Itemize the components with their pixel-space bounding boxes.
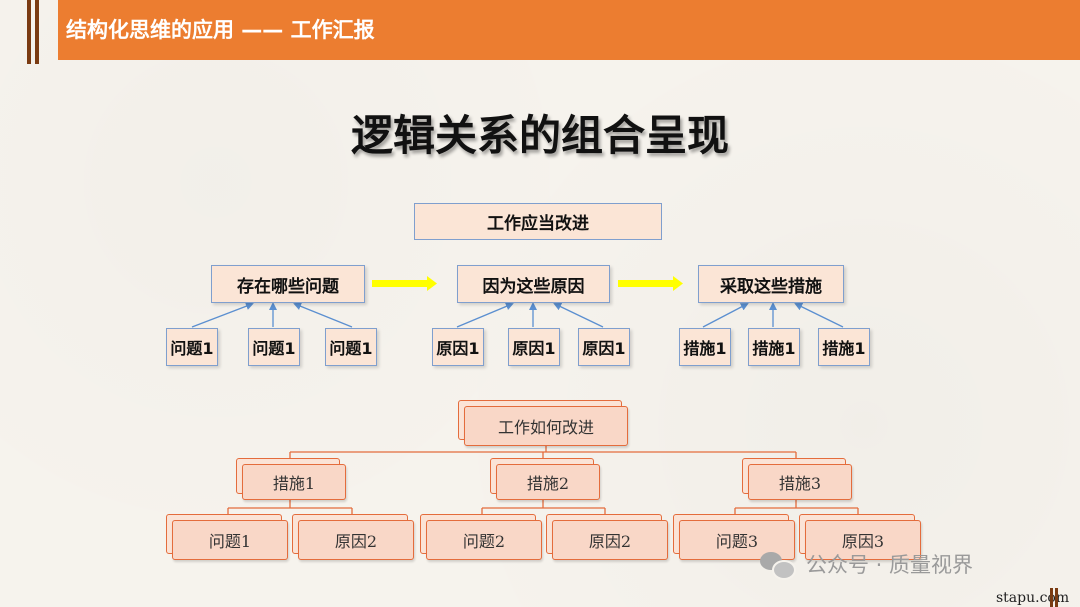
tree-leaf-node: 问题1 xyxy=(166,514,288,560)
tree-leaf-node: 问题2 xyxy=(420,514,542,560)
watermark: 公众号 · 质量视界 xyxy=(760,548,973,580)
corner-mark xyxy=(1050,588,1058,607)
step-measures: 采取这些措施 xyxy=(698,265,844,303)
arrow-line xyxy=(293,302,353,328)
tree-measure-label: 措施2 xyxy=(496,464,600,500)
header-title: 结构化思维的应用 —— 工作汇报 xyxy=(66,18,375,42)
leaf-cause: 原因1 xyxy=(432,328,484,366)
arrow-line xyxy=(191,302,254,328)
arrow-line xyxy=(794,303,844,328)
tree-measure-label: 措施3 xyxy=(748,464,852,500)
tree-leaf-node: 原因2 xyxy=(292,514,414,560)
accent-bar xyxy=(35,0,39,64)
leaf-problem: 问题1 xyxy=(248,328,300,366)
leaf-measure: 措施1 xyxy=(748,328,800,366)
leaf-measure: 措施1 xyxy=(818,328,870,366)
tree-measure-label: 措施1 xyxy=(242,464,346,500)
tree-leaf-node: 问题3 xyxy=(673,514,795,560)
leaf-cause: 原因1 xyxy=(578,328,630,366)
arrow-line xyxy=(702,303,749,328)
tree-leaf-label: 原因3 xyxy=(805,520,921,560)
tree-root-node: 工作如何改进 xyxy=(458,400,628,446)
step-causes: 因为这些原因 xyxy=(457,265,610,303)
accent-bar xyxy=(27,0,31,64)
tree-leaf-label: 原因2 xyxy=(552,520,668,560)
yellow-arrow xyxy=(618,276,683,291)
page-title: 逻辑关系的组合呈现 xyxy=(350,111,729,160)
root-node: 工作应当改进 xyxy=(414,203,662,240)
tree-leaf-node: 原因2 xyxy=(546,514,668,560)
tree-root-label: 工作如何改进 xyxy=(464,406,628,446)
watermark-text: 公众号 · 质量视界 xyxy=(806,553,974,577)
site-label: stapu.com xyxy=(996,590,1070,606)
tree-leaf-label: 问题3 xyxy=(679,520,795,560)
yellow-arrow xyxy=(372,276,437,291)
tree-measure-node: 措施3 xyxy=(742,458,852,500)
tree-connectors xyxy=(227,446,859,515)
leaf-problem: 问题1 xyxy=(325,328,377,366)
step-problems: 存在哪些问题 xyxy=(211,265,365,303)
arrow-line xyxy=(553,302,604,328)
leaf-measure: 措施1 xyxy=(679,328,731,366)
tree-leaf-node: 原因3 xyxy=(799,514,921,560)
header-bar: 结构化思维的应用 —— 工作汇报 xyxy=(58,0,1080,60)
tree-leaf-label: 原因2 xyxy=(298,520,414,560)
wechat-icon xyxy=(760,550,796,580)
tree-measure-node: 措施1 xyxy=(236,458,346,500)
tree-leaf-label: 问题1 xyxy=(172,520,288,560)
leaf-problem: 问题1 xyxy=(166,328,218,366)
leaf-cause: 原因1 xyxy=(508,328,560,366)
tree-leaf-label: 问题2 xyxy=(426,520,542,560)
arrow-line xyxy=(456,302,514,328)
tree-measure-node: 措施2 xyxy=(490,458,600,500)
